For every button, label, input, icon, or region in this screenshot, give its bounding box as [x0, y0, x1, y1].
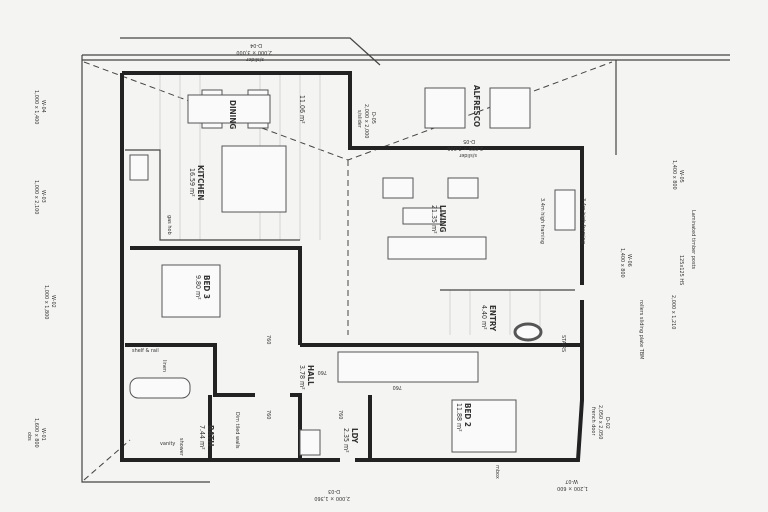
door-size-label: 760 — [265, 335, 271, 344]
svg-text:1,200 × 600: 1,200 × 600 — [557, 485, 588, 491]
ldy-area: 2.35 m² — [342, 428, 350, 453]
bed3-label: BED 3 — [202, 275, 211, 299]
svg-text:D-04: D-04 — [250, 42, 262, 48]
hall-area: 3.78 m² — [298, 365, 306, 390]
linen-shelves-label: shelf & rail — [132, 348, 159, 354]
bed2-bed — [451, 399, 517, 453]
w06-tag: W-06 1,400 x 800 — [619, 248, 632, 278]
entry-label: ENTRY — [488, 305, 497, 332]
bath-area: 7.44 m² — [198, 425, 206, 450]
living-area: 21.35 m² — [430, 205, 438, 234]
bathtub — [129, 377, 191, 399]
laundry-tub — [299, 429, 321, 456]
alfresco-table — [424, 87, 466, 129]
coffee-table — [402, 207, 442, 225]
hall-label: HALL — [306, 365, 315, 386]
door-size-label: 760 — [318, 369, 327, 375]
svg-text:1,000 x 2,100: 1,000 x 2,100 — [33, 180, 39, 214]
framing-note: 3.4m high framing — [539, 198, 545, 244]
stairs-label: STAIRS — [560, 335, 566, 352]
svg-text:2,000 × 3,000: 2,000 × 3,000 — [236, 49, 272, 55]
walls — [120, 71, 584, 462]
tiled-walls-label: Dim tiled walls — [234, 412, 240, 449]
svg-text:1,400 x 800: 1,400 x 800 — [619, 248, 625, 278]
svg-text:2,050 x 2,050: 2,050 x 2,050 — [597, 405, 603, 439]
door-size-label: 760 — [265, 410, 271, 419]
svg-text:W-07: W-07 — [565, 478, 578, 484]
vanity-label: vanity — [160, 441, 175, 447]
bath-label: BATH — [206, 425, 215, 446]
d01-tag: 2,000 x 1,210 — [670, 295, 676, 329]
bed3-area: 9.80 m² — [194, 275, 202, 300]
roof-outline — [81, 54, 730, 483]
w02-tag: W-02 1,000 x 1,800 — [43, 285, 56, 319]
d04-tag: D-04 2,000 × 3,000 s/slider — [236, 42, 272, 62]
svg-text:W-06: W-06 — [626, 254, 632, 267]
dining-label: DINING — [228, 100, 237, 129]
fridge — [129, 154, 149, 181]
svg-text:D-03: D-03 — [328, 488, 340, 494]
w07-tag: W-07 1,200 × 600 — [557, 478, 588, 491]
svg-text:W-02: W-02 — [50, 295, 56, 308]
svg-text:W-01: W-01 — [40, 428, 46, 441]
framing-note: 3.4m high framing — [580, 198, 586, 244]
armchair — [447, 177, 479, 199]
door-size-label: 760 — [337, 410, 343, 419]
svg-text:obs: obs — [26, 432, 32, 441]
hs-note: 125x125 HS — [678, 255, 684, 285]
svg-text:D-05: D-05 — [370, 112, 376, 124]
d04-leader — [120, 37, 381, 66]
bed2-label: BED 2 — [463, 403, 472, 427]
svg-text:s/slider: s/slider — [245, 56, 264, 62]
laminated-posts-note: Laminated timber posts — [690, 210, 696, 269]
door-size-label: 760 — [393, 384, 402, 390]
bed2-area: 11.88 m² — [455, 403, 463, 432]
svg-text:s/slider: s/slider — [356, 110, 362, 129]
shower-label: shower — [178, 438, 184, 457]
w03-tag: W-03 1,000 x 2,100 — [33, 180, 46, 214]
living-label: LIVING — [438, 205, 447, 233]
rollers-note: rollers sliding plate TBM — [638, 300, 644, 359]
svg-text:1,000 x 1,400: 1,000 x 1,400 — [33, 90, 39, 124]
dining-area: 11.06 m² — [298, 95, 306, 124]
dining-table — [187, 94, 271, 124]
d05-tag: D-05 2,000 x 2,000 s/slider — [356, 104, 376, 138]
alfresco-label: ALFRESCO — [472, 85, 481, 127]
svg-text:W-03: W-03 — [40, 190, 46, 203]
svg-text:1,600 x 800: 1,600 x 800 — [33, 418, 39, 448]
d03-tag: D-03 2,000 × 1,360 — [314, 488, 350, 501]
entry-area: 4.40 m² — [480, 305, 488, 330]
svg-text:2,000 x 2,000: 2,000 x 2,000 — [363, 104, 369, 138]
w01-tag: W-01 1,600 x 800 obs — [26, 418, 46, 448]
entry-mat — [513, 322, 543, 342]
svg-text:W-04: W-04 — [40, 100, 46, 113]
sofa — [387, 236, 487, 260]
svg-text:D-02: D-02 — [604, 417, 610, 429]
fireplace — [554, 189, 576, 231]
staircase — [337, 351, 479, 383]
d02-tag: D-02 2,050 x 2,050 french door — [590, 405, 610, 439]
kitchen-island — [221, 145, 287, 213]
d05-tag-2: D-05 2,000 × 2,000 s/slider — [447, 138, 483, 158]
furniture — [129, 87, 576, 456]
armchair — [382, 177, 414, 199]
svg-text:D-05: D-05 — [463, 138, 475, 144]
svg-text:french door: french door — [590, 407, 596, 436]
linen-label: linen — [161, 360, 167, 372]
kitchen-label: KITCHEN — [196, 165, 205, 200]
bed3-bed — [161, 264, 221, 318]
svg-text:1,400 x 800: 1,400 x 800 — [671, 160, 677, 190]
mailbox-label: mbox — [494, 465, 500, 479]
svg-text:2,000 × 2,000: 2,000 × 2,000 — [447, 145, 483, 151]
w05-tag: W-05 1,400 x 800 — [671, 160, 684, 190]
svg-text:2,000 × 1,360: 2,000 × 1,360 — [314, 495, 350, 501]
gas-hob-label: gas hob — [166, 215, 172, 235]
kitchen-area: 16.59 m² — [188, 168, 196, 197]
svg-text:1,000 x 1,800: 1,000 x 1,800 — [43, 285, 49, 319]
svg-text:s/slider: s/slider — [458, 152, 477, 158]
ldy-label: LDY — [350, 428, 359, 444]
svg-text:W-05: W-05 — [678, 170, 684, 183]
w04-tag: W-04 1,000 x 1,400 — [33, 90, 46, 124]
